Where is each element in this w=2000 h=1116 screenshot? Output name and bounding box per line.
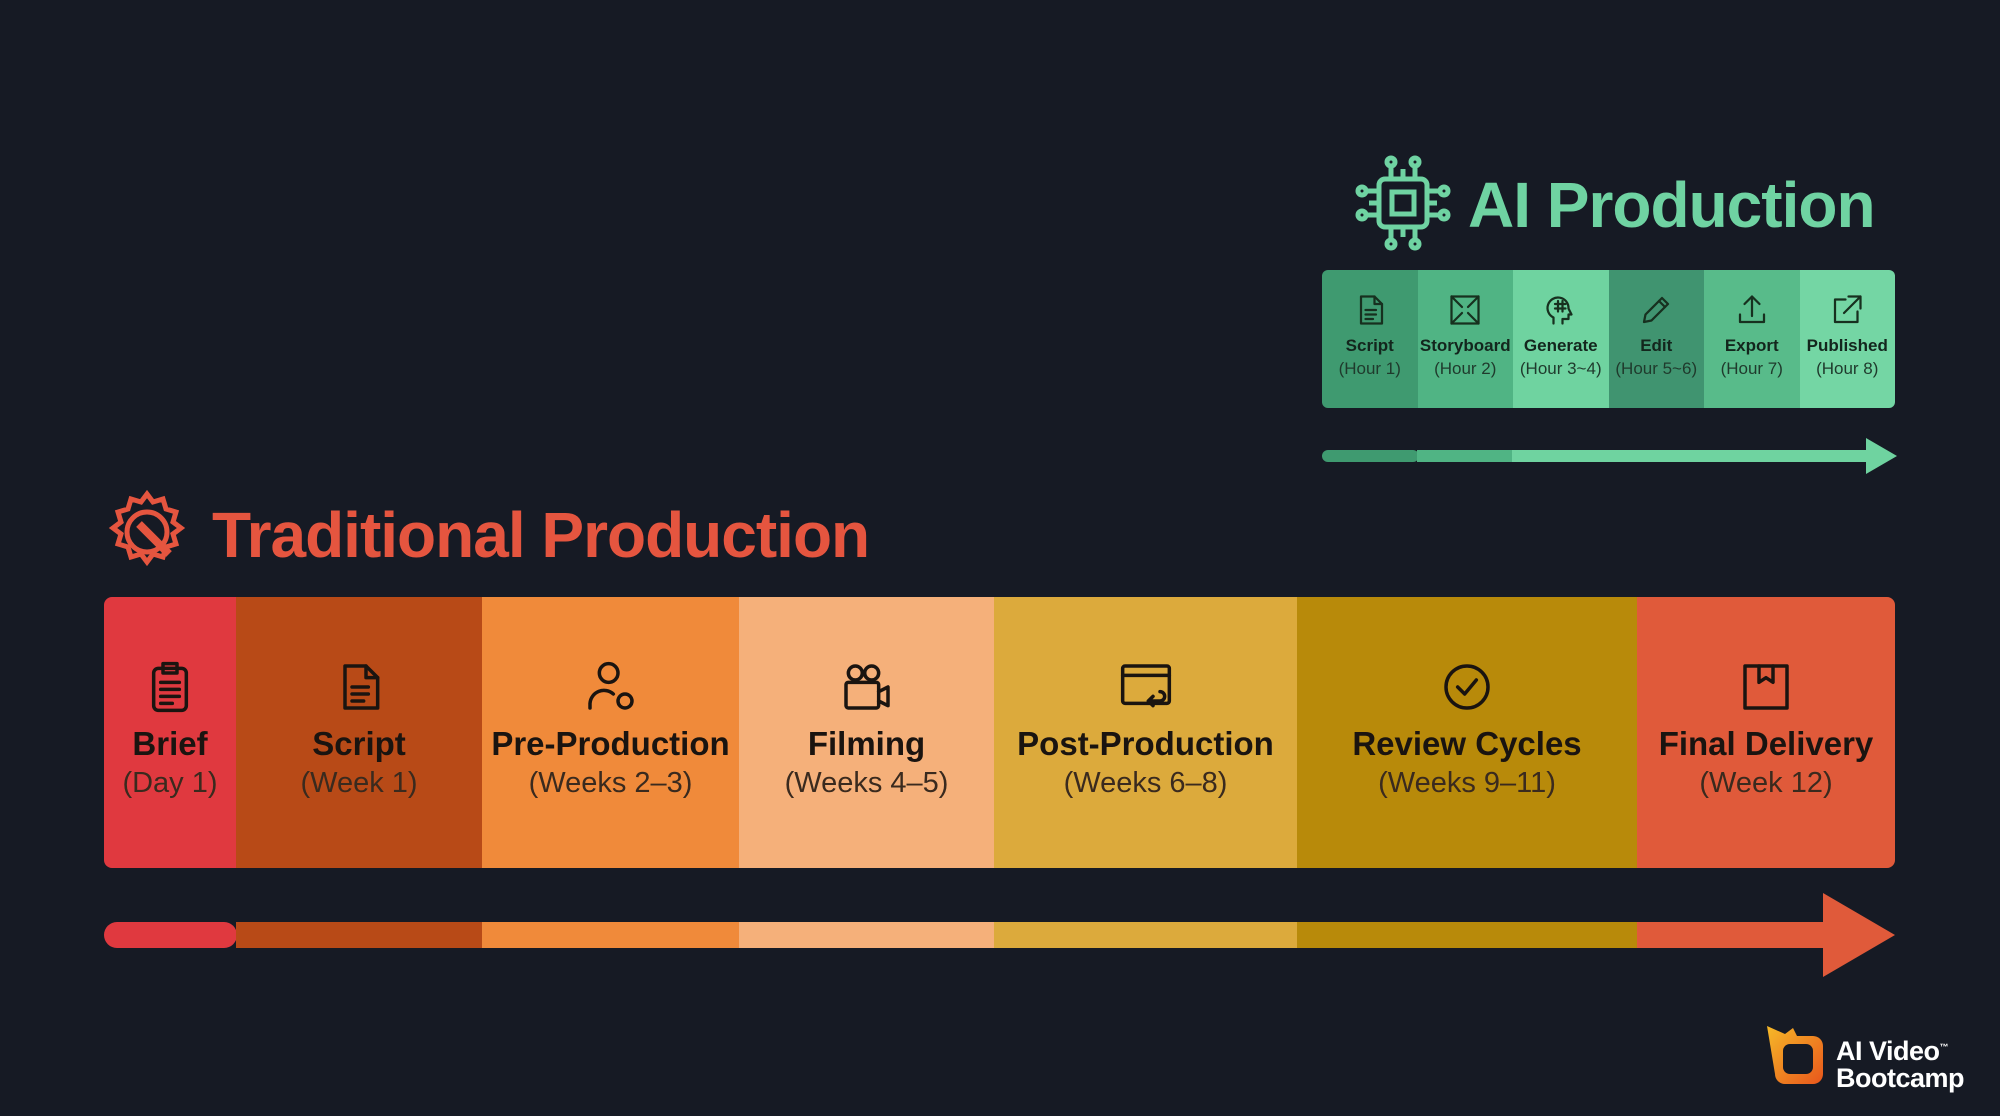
traditional-production-title: Traditional Production	[212, 499, 870, 571]
arrow-head	[1823, 893, 1895, 977]
check-circle-icon	[1444, 664, 1490, 710]
ai-step-label: Storyboard	[1419, 336, 1511, 355]
traditional-step-label: Pre-Production	[491, 725, 730, 762]
traditional-step-label: Brief	[132, 725, 208, 762]
traditional-step-filming: Filming (Weeks 4–5)	[739, 597, 994, 868]
traditional-step-label: Filming	[807, 725, 926, 762]
traditional-step-time: (Week 1)	[300, 767, 418, 799]
ai-timeline: Script (Hour 1) Storyboard (Hour 2) Generate…	[1322, 270, 1895, 408]
pencil-icon	[1643, 296, 1670, 324]
arrow-segment	[104, 922, 237, 948]
traditional-timeline: Brief (Day 1) Script (Week 1) Pre-Production…	[104, 597, 1895, 868]
arrow-segment	[1637, 922, 1826, 948]
clipboard-icon	[151, 661, 189, 713]
gear-wrench-icon	[108, 489, 186, 567]
traditional-step-time: (Day 1)	[122, 767, 218, 799]
ai-step-label: Edit	[1640, 336, 1673, 355]
traditional-step-time: (Weeks 6–8)	[1063, 767, 1228, 799]
ai-step-time: (Hour 8)	[1816, 359, 1879, 378]
upload-icon	[1738, 295, 1765, 324]
ai-step-export: Export (Hour 7)	[1704, 270, 1800, 408]
ai-step-generate: Generate (Hour 3~4)	[1513, 270, 1609, 408]
user-gear-icon	[587, 661, 634, 710]
traditional-step-pre-production: Pre-Production (Weeks 2–3)	[482, 597, 739, 868]
ai-step-time: (Hour 3~4)	[1519, 359, 1602, 378]
arrow-segment	[739, 922, 995, 948]
traditional-step-time: (Weeks 2–3)	[528, 767, 693, 799]
ai-timeline-arrow	[1322, 438, 1897, 474]
traditional-step-time: (Weeks 4–5)	[784, 767, 949, 799]
arrow-segment	[1297, 922, 1638, 948]
ai-production-title: AI Production	[1468, 169, 1876, 241]
external-link-icon	[1834, 295, 1862, 324]
ai-step-time: (Hour 2)	[1434, 359, 1497, 378]
logo-text: AI Video™ Bootcamp	[1836, 1036, 1965, 1093]
ai-step-published: Published (Hour 8)	[1799, 270, 1895, 408]
storyboard-icon	[1450, 295, 1480, 325]
ai-step-label: Published	[1806, 336, 1888, 355]
traditional-step-time: (Weeks 9–11)	[1378, 767, 1556, 799]
arrow-segment	[994, 922, 1298, 948]
traditional-step-label: Post-Production	[1017, 725, 1274, 762]
traditional-step-label: Final Delivery	[1658, 725, 1874, 762]
ai-video-bootcamp-logo	[1767, 1026, 1823, 1084]
package-icon	[1743, 664, 1789, 710]
ai-step-time: (Hour 1)	[1338, 359, 1401, 378]
ai-head-icon	[1546, 296, 1573, 325]
arrow-segment	[482, 922, 740, 948]
ai-step-time: (Hour 5~6)	[1615, 359, 1698, 378]
ai-step-label: Export	[1724, 336, 1779, 355]
traditional-step-time: (Week 12)	[1699, 767, 1833, 799]
traditional-timeline-arrow	[104, 893, 1895, 977]
arrow-segment	[236, 922, 483, 948]
traditional-step-label: Review Cycles	[1352, 725, 1582, 762]
video-camera-icon	[843, 664, 890, 710]
ai-step-storyboard: Storyboard (Hour 2)	[1417, 270, 1513, 408]
traditional-step-review-cycles: Review Cycles (Weeks 9–11)	[1297, 597, 1637, 868]
traditional-step-script: Script (Week 1)	[236, 597, 482, 868]
document-icon	[343, 664, 380, 710]
ai-step-edit: Edit (Hour 5~6)	[1608, 270, 1704, 408]
traditional-step-post-production: Post-Production (Weeks 6–8)	[994, 597, 1297, 868]
document-icon	[1359, 295, 1383, 325]
chip-icon	[1355, 155, 1451, 251]
ai-step-script: Script (Hour 1)	[1322, 270, 1418, 408]
ai-step-label: Script	[1345, 336, 1394, 355]
editing-window-icon	[1120, 664, 1171, 708]
ai-step-time: (Hour 7)	[1720, 359, 1783, 378]
traditional-step-final-delivery: Final Delivery (Week 12)	[1637, 597, 1895, 868]
traditional-step-label: Script	[312, 725, 406, 762]
traditional-step-brief: Brief (Day 1)	[104, 597, 236, 868]
ai-step-label: Generate	[1523, 336, 1598, 355]
